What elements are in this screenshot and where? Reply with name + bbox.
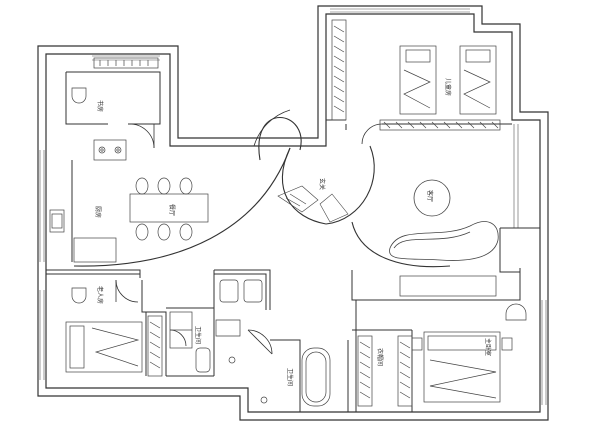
windows [39,8,547,405]
living-furniture [389,179,499,261]
label-foyer: 玄关 [318,178,326,190]
foyer-cabinet [277,185,349,223]
label-bathroom-left: 卫生间 [194,326,202,344]
label-bathroom-right: 卫生间 [286,368,294,386]
label-kids-room: 儿童房 [444,78,452,96]
label-kitchen: 厨房 [94,206,102,218]
label-study: 书房 [96,100,104,112]
bathroom-right-fixtures [260,347,331,407]
study-furniture [71,57,159,104]
label-elder-room: 老人房 [96,286,104,304]
curved-walls [73,117,451,268]
bathroom-left-fixtures [169,279,263,373]
label-dining: 餐厅 [168,204,176,216]
kids-room-furniture [331,19,501,131]
exterior-walls [37,5,549,421]
label-master-bedroom: 主卧室 [484,338,492,356]
master-bedroom-furniture [357,275,527,407]
dining-set [129,177,209,241]
elder-room-furniture [65,287,163,377]
label-living: 客厅 [426,190,434,202]
label-walk-in-closet: 衣帽间 [376,348,384,366]
kitchen-fixtures [49,139,127,263]
